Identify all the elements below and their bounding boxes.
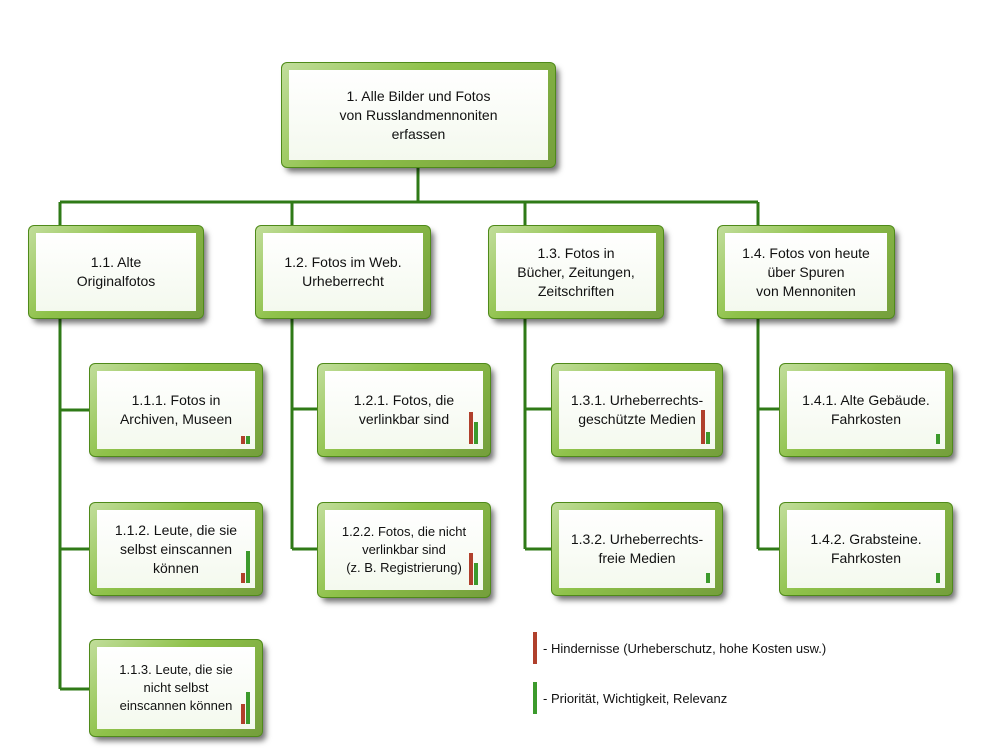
item-node-1-1-2: 1.1.2. Leute, die sie selbst einscannen … (90, 503, 262, 595)
legend-obstacle-bar (533, 632, 537, 664)
legend-priority: - Priorität, Wichtigkeit, Relevanz (533, 682, 727, 714)
category-label: 1.4. Fotos von heute über Spuren von Men… (742, 244, 870, 299)
item-node-1-4-1: 1.4.1. Alte Gebäude. Fahrkosten (780, 364, 952, 456)
priority-bar (474, 563, 478, 585)
legend-priority-label: - Priorität, Wichtigkeit, Relevanz (543, 690, 728, 706)
rating-bars (936, 573, 940, 583)
rating-bars (241, 692, 250, 724)
rating-bars (241, 436, 250, 444)
rating-bars (469, 553, 478, 585)
category-node-1-4: 1.4. Fotos von heute über Spuren von Men… (718, 226, 894, 318)
priority-bar (936, 573, 940, 583)
rating-bars (469, 412, 478, 444)
category-label: 1.2. Fotos im Web. Urheberrecht (284, 254, 402, 289)
root-label: 1. Alle Bilder und Fotos von Russlandmen… (339, 87, 498, 142)
item-node-1-1-1: 1.1.1. Fotos in Archiven, Museen (90, 364, 262, 456)
obstacle-bar (469, 412, 473, 444)
item-label: 1.4.1. Alte Gebäude. Fahrkosten (802, 392, 930, 427)
category-node-1-3: 1.3. Fotos in Bücher, Zeitungen, Zeitsch… (489, 226, 663, 318)
priority-bar (706, 432, 710, 444)
item-node-1-2-2: 1.2.2. Fotos, die nicht verlinkbar sind … (318, 503, 490, 597)
item-label: 1.1.2. Leute, die sie selbst einscannen … (114, 521, 238, 576)
item-label: 1.1.3. Leute, die sie nicht selbst einsc… (119, 662, 233, 713)
category-node-1-2: 1.2. Fotos im Web. Urheberrecht (256, 226, 430, 318)
category-node-1-1: 1.1. Alte Originalfotos (29, 226, 203, 318)
priority-bar (474, 422, 478, 444)
item-label: 1.3.2. Urheberrechts- freie Medien (570, 531, 704, 566)
item-label: 1.4.2. Grabsteine. Fahrkosten (810, 531, 922, 566)
rating-bars (936, 434, 940, 444)
obstacle-bar (701, 410, 705, 444)
item-label: 1.2.1. Fotos, die verlinkbar sind (353, 392, 455, 427)
item-node-1-4-2: 1.4.2. Grabsteine. Fahrkosten (780, 503, 952, 595)
item-label: 1.3.1. Urheberrechts- geschützte Medien (570, 392, 704, 427)
priority-bar (706, 573, 710, 583)
rating-bars (241, 551, 250, 583)
item-label: 1.1.1. Fotos in Archiven, Museen (119, 392, 233, 427)
obstacle-bar (241, 573, 245, 583)
item-node-1-3-2: 1.3.2. Urheberrechts- freie Medien (552, 503, 722, 595)
obstacle-bar (469, 553, 473, 585)
priority-bar (246, 436, 250, 444)
obstacle-bar (241, 704, 245, 724)
rating-bars (706, 573, 710, 583)
priority-bar (246, 551, 250, 583)
item-node-1-3-1: 1.3.1. Urheberrechts- geschützte Medien (552, 364, 722, 456)
legend-obstacles-label: - Hindernisse (Urheberschutz, hohe Koste… (543, 640, 827, 656)
item-node-1-1-3: 1.1.3. Leute, die sie nicht selbst einsc… (90, 640, 262, 736)
legend-priority-bar (533, 682, 537, 714)
item-node-1-2-1: 1.2.1. Fotos, die verlinkbar sind (318, 364, 490, 456)
obstacle-bar (241, 436, 245, 444)
legend-obstacles: - Hindernisse (Urheberschutz, hohe Koste… (533, 632, 826, 664)
item-label: 1.2.2. Fotos, die nicht verlinkbar sind … (341, 524, 467, 575)
category-label: 1.3. Fotos in Bücher, Zeitungen, Zeitsch… (517, 244, 635, 299)
priority-bar (246, 692, 250, 724)
category-label: 1.1. Alte Originalfotos (76, 254, 156, 289)
root-node: 1. Alle Bilder und Fotos von Russlandmen… (282, 63, 555, 167)
rating-bars (701, 410, 710, 444)
priority-bar (936, 434, 940, 444)
